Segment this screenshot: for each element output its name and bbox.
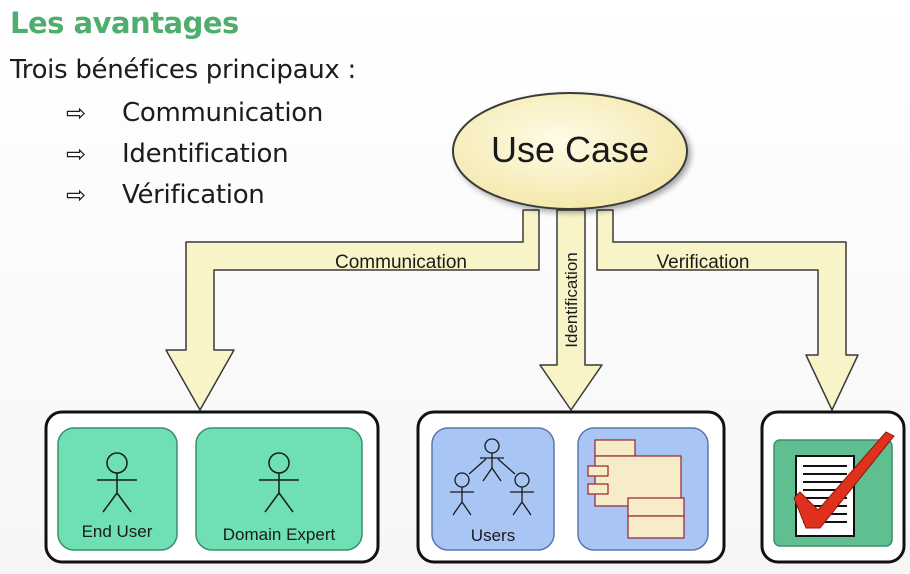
use-case-label: Use Case <box>491 129 649 170</box>
component-icon <box>587 439 685 539</box>
stakeholder-box: End User Domain Expert <box>44 410 380 564</box>
list-item-label: Identification <box>122 138 289 169</box>
users-group-icon <box>450 438 534 516</box>
arrow-label-verification: Verification <box>657 252 750 273</box>
components-card <box>577 427 709 551</box>
arrow-label-communication: Communication <box>335 252 467 273</box>
arrow-label-identification: Identification <box>562 252 581 347</box>
arrow-identification: Identification <box>539 209 603 411</box>
actor-icon <box>97 452 137 513</box>
page-title: Les avantages <box>10 6 239 40</box>
arrow-right-icon: ⇨ <box>66 98 86 127</box>
list-item: ⇨ Identification <box>66 133 323 174</box>
list-item: ⇨ Communication <box>66 92 323 133</box>
end-user-card: End User <box>57 427 178 551</box>
verification-box <box>760 410 906 564</box>
use-case-node: Use Case <box>452 92 688 210</box>
list-item-label: Vérification <box>122 179 265 210</box>
arrow-right-icon: ⇨ <box>66 180 86 209</box>
intro-text: Trois bénéfices principaux : <box>10 55 356 85</box>
actor-label-domain-expert: Domain Expert <box>223 525 336 544</box>
actor-icon <box>259 452 299 513</box>
actor-label-end-user: End User <box>82 522 153 541</box>
list-item: ⇨ Vérification <box>66 174 323 215</box>
benefit-list: ⇨ Communication ⇨ Identification ⇨ Vérif… <box>66 92 323 215</box>
arrow-right-icon: ⇨ <box>66 139 86 168</box>
users-card: Users <box>431 427 555 551</box>
domain-expert-card: Domain Expert <box>195 427 363 551</box>
users-box: Users <box>416 410 726 564</box>
checkmark-icon <box>793 431 895 529</box>
list-item-label: Communication <box>122 97 324 128</box>
arrow-verification: Verification <box>596 209 859 411</box>
arrow-communication: Communication <box>165 209 540 411</box>
actor-label-users: Users <box>471 526 515 545</box>
